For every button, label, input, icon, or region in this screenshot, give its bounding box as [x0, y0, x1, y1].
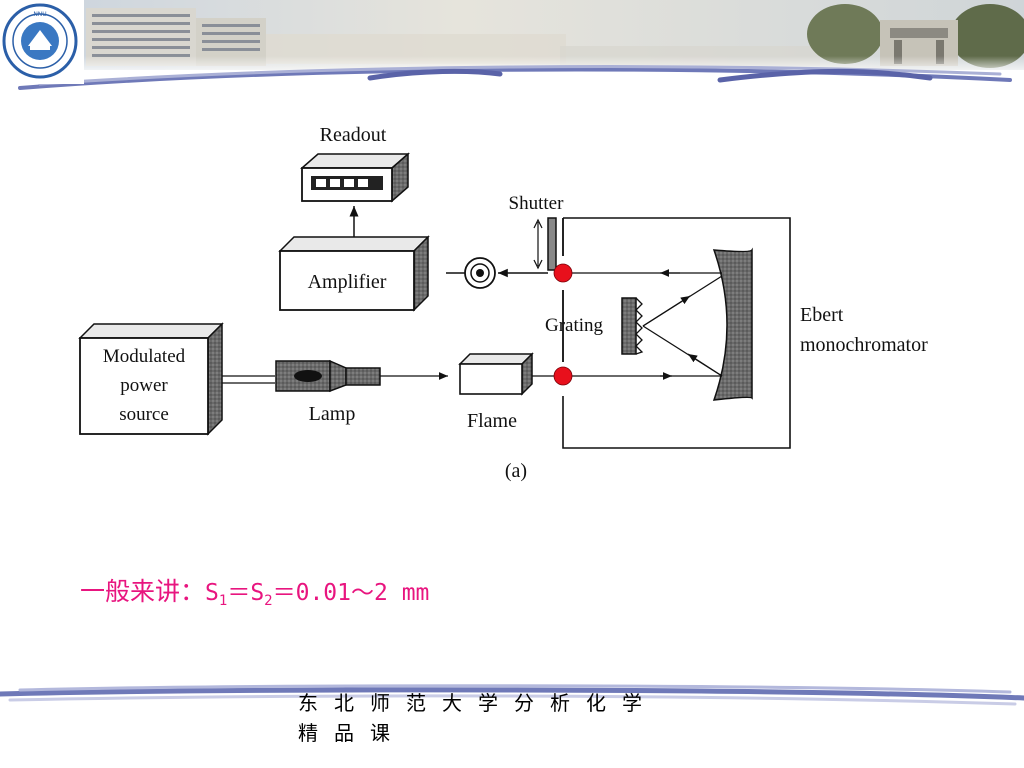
shutter-label: Shutter	[509, 193, 565, 214]
grating	[621, 297, 644, 355]
amplifier-label: Amplifier	[308, 271, 387, 293]
lamp-label: Lamp	[309, 403, 356, 425]
header-swoosh	[18, 65, 1012, 90]
footer-band	[0, 684, 1024, 706]
concave-mirror	[712, 247, 753, 401]
flame-box	[458, 352, 534, 396]
note-sub2: 2	[264, 593, 273, 609]
amplifier-box	[278, 235, 430, 312]
header-banner: NNU	[0, 0, 1024, 92]
power-source-label-3: source	[119, 404, 169, 425]
university-logo: NNU	[0, 0, 84, 84]
note-s1: S	[205, 580, 219, 606]
entrance-slit-marker	[553, 366, 573, 386]
note-s2: S	[250, 580, 265, 606]
note-value: ＝0.01～2 mm	[272, 580, 430, 606]
grating-label: Grating	[545, 315, 604, 336]
power-source-label-2: power	[120, 375, 168, 396]
ebert-label-1: Ebert	[800, 304, 844, 326]
footer-course-title: 东北师范大学分析化学 精品课	[298, 688, 818, 748]
note-sub1: 1	[218, 593, 228, 609]
readout-box	[300, 152, 410, 203]
detector-icon	[446, 257, 496, 289]
footer-line-1: 东北师范大学分析化学	[298, 691, 658, 715]
hollow-cathode-lamp	[275, 359, 381, 393]
exit-slit-marker	[553, 263, 573, 283]
note-prefix: 一般来讲：	[80, 577, 206, 606]
power-source-label-1: Modulated	[103, 346, 186, 367]
shutter	[533, 217, 557, 271]
readout-label: Readout	[320, 124, 387, 146]
svg-text:NNU: NNU	[33, 11, 46, 18]
power-source-box	[78, 322, 224, 436]
flame-label: Flame	[467, 410, 517, 432]
slit-width-note: 一般来讲：S1＝S2＝0.01～2 mm	[80, 572, 429, 612]
figure-caption: (a)	[505, 460, 527, 482]
footer-line-2: 精品课	[298, 721, 406, 745]
ebert-label-2: monochromator	[800, 334, 928, 356]
note-eq: ＝	[227, 580, 251, 606]
